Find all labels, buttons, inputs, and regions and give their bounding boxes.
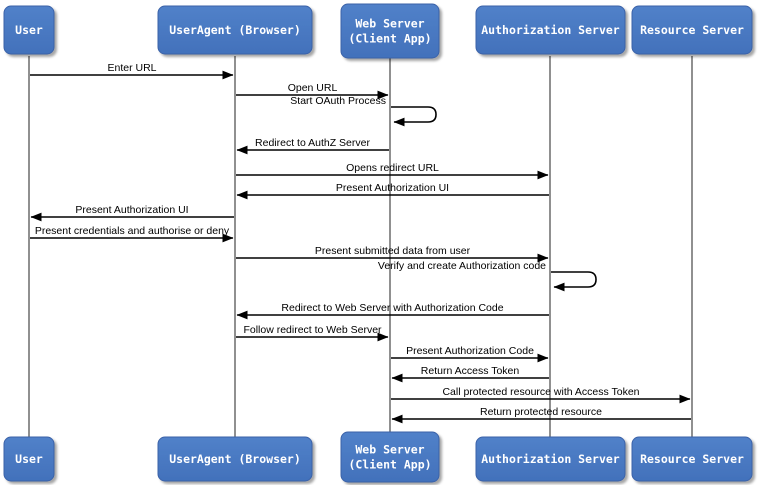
actor-webserver[interactable]: Web Server(Client App) (340, 3, 440, 59)
message-12[interactable]: Follow redirect to Web Server (236, 324, 389, 342)
message-4[interactable]: Redirect to AuthZ Server (236, 137, 389, 155)
footer-actor-box-useragent[interactable] (157, 436, 313, 482)
message-1[interactable]: Enter URL (30, 62, 234, 80)
footer-actors-layer: User UserAgent (Browser) Web Server(Client… (3, 431, 753, 483)
message-label-6: Present Authorization UI (336, 182, 449, 194)
actor-label-user: User (15, 23, 43, 37)
footer-actor-label-webserver: Web Server (355, 443, 424, 457)
message-label-14: Return Access Token (421, 365, 520, 377)
message-6[interactable]: Present Authorization UI (236, 182, 549, 200)
message-14[interactable]: Return Access Token (391, 365, 549, 383)
message-label-13: Present Authorization Code (406, 345, 534, 357)
footer-actor-label-webserver: (Client App) (348, 458, 431, 472)
message-13[interactable]: Present Authorization Code (391, 345, 549, 363)
message-label-10: Verify and create Authorization code (378, 260, 546, 272)
footer-actor-label-useragent: UserAgent (Browser) (169, 452, 301, 466)
footer-actor-label-resource: Resource Server (640, 452, 744, 466)
message-label-3: Start OAuth Process (290, 95, 386, 107)
actor-box-useragent[interactable] (157, 5, 313, 55)
actor-authz[interactable]: Authorization Server (475, 5, 626, 55)
message-9[interactable]: Present submitted data from user (236, 245, 549, 263)
footer-actor-label-user: User (15, 452, 43, 466)
actor-box-user[interactable] (3, 5, 55, 55)
footer-actor-authz[interactable]: Authorization Server (475, 436, 626, 482)
actor-box-authz[interactable] (475, 5, 626, 55)
message-15[interactable]: Call protected resource with Access Toke… (391, 386, 691, 404)
message-label-2: Open URL (288, 82, 338, 94)
footer-actor-box-user[interactable] (3, 436, 55, 482)
message-label-5: Opens redirect URL (346, 162, 439, 174)
message-7[interactable]: Present Authorization UI (30, 204, 234, 222)
actor-resource[interactable]: Resource Server (631, 5, 753, 55)
message-10[interactable]: Verify and create Authorization code (378, 260, 597, 292)
actor-user[interactable]: User (3, 5, 55, 55)
actor-box-resource[interactable] (631, 5, 753, 55)
message-11[interactable]: Redirect to Web Server with Authorizatio… (236, 302, 549, 320)
message-label-4: Redirect to AuthZ Server (255, 137, 370, 149)
message-8[interactable]: Present credentials and authorise or den… (30, 225, 234, 243)
actor-label-webserver: Web Server (355, 17, 424, 31)
footer-actor-user[interactable]: User (3, 436, 55, 482)
message-2[interactable]: Open URL (236, 82, 389, 100)
message-label-11: Redirect to Web Server with Authorizatio… (281, 302, 503, 314)
actor-label-resource: Resource Server (640, 23, 744, 37)
actor-label-authz: Authorization Server (481, 23, 620, 37)
message-arrow-3 (391, 106, 437, 127)
footer-actor-box-resource[interactable] (631, 436, 753, 482)
message-label-9: Present submitted data from user (315, 245, 471, 257)
actor-label-useragent: UserAgent (Browser) (169, 23, 301, 37)
message-label-1: Enter URL (107, 62, 156, 74)
actor-useragent[interactable]: UserAgent (Browser) (157, 5, 313, 55)
message-label-7: Present Authorization UI (75, 204, 188, 216)
footer-actor-webserver[interactable]: Web Server(Client App) (340, 431, 440, 483)
message-label-15: Call protected resource with Access Toke… (442, 386, 639, 398)
message-arrow-10 (551, 271, 597, 292)
lifelines-layer (28, 56, 693, 437)
message-label-12: Follow redirect to Web Server (243, 324, 382, 336)
message-16[interactable]: Return protected resource (391, 406, 691, 424)
message-3[interactable]: Start OAuth Process (290, 95, 437, 127)
message-label-8: Present credentials and authorise or den… (35, 225, 230, 237)
message-5[interactable]: Opens redirect URL (236, 162, 549, 180)
footer-actor-resource[interactable]: Resource Server (631, 436, 753, 482)
footer-actor-useragent[interactable]: UserAgent (Browser) (157, 436, 313, 482)
actors-layer: User UserAgent (Browser) Web Server(Client… (3, 3, 753, 59)
footer-actor-label-authz: Authorization Server (481, 452, 620, 466)
actor-label-webserver: (Client App) (348, 32, 431, 46)
footer-actor-box-authz[interactable] (475, 436, 626, 482)
footer-actor-box-webserver[interactable] (340, 431, 440, 483)
actor-box-webserver[interactable] (340, 3, 440, 59)
message-label-16: Return protected resource (480, 406, 602, 418)
